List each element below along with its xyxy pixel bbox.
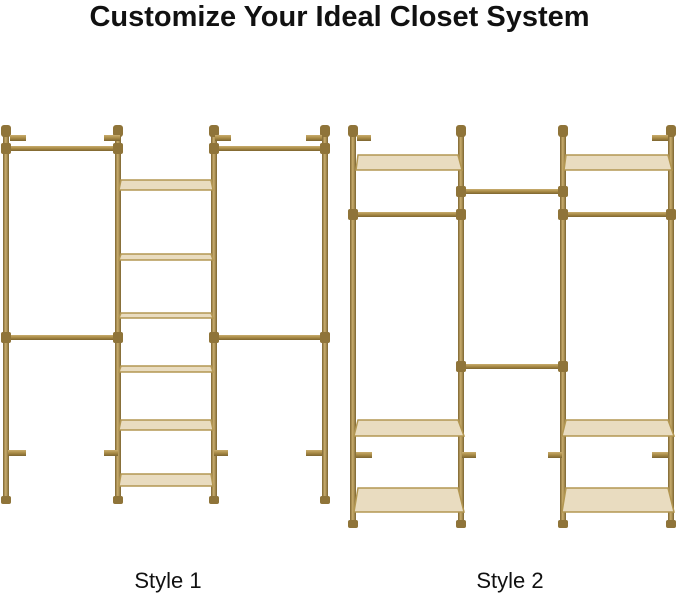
page-title: Customize Your Ideal Closet System bbox=[89, 1, 590, 33]
style1-closet bbox=[1, 125, 330, 504]
style2-label: Style 2 bbox=[476, 568, 544, 593]
style1-label: Style 1 bbox=[134, 568, 202, 593]
style2-closet bbox=[348, 125, 676, 528]
